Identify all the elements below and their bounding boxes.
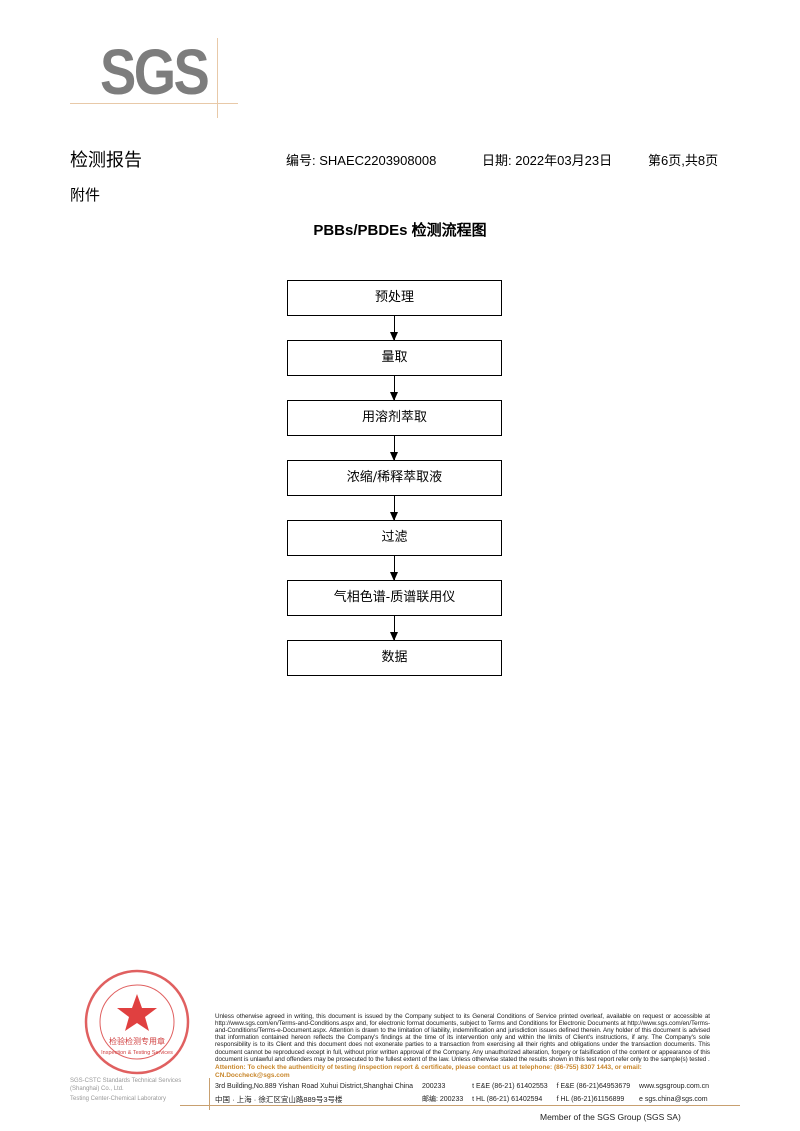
address-cn: 中国 · 上海 · 徐汇区宜山路889号3号楼: [215, 1095, 343, 1104]
company-stamp: 检验检测专用章 Inspection & Testing Services: [84, 969, 190, 1075]
flow-title: PBBs/PBDEs 检测流程图: [313, 222, 487, 239]
flow-arrow: [390, 316, 398, 341]
zip-en: 200233: [421, 1083, 446, 1090]
sgs-member-note: Member of the SGS Group (SGS SA): [540, 1112, 681, 1122]
footer-rule-vertical: [209, 1078, 210, 1110]
flow-step: 过滤: [287, 520, 502, 556]
footer-rule: [180, 1105, 740, 1106]
flow-step: 气相色谱-质谱联用仪: [287, 580, 502, 616]
flow-step: 预处理: [287, 280, 502, 316]
report-number: 编号: SHAEC2203908008: [286, 153, 437, 168]
zip-cn: 邮编: 200233: [421, 1096, 464, 1103]
address-en: 3rd Building,No.889 Yishan Road Xuhui Di…: [215, 1083, 414, 1090]
contact-grid: 3rd Building,No.889 Yishan Road Xuhui Di…: [215, 1082, 710, 1104]
company-name: SGS-CSTC Standards Technical Services (S…: [70, 1078, 182, 1092]
website-link[interactable]: www.sgsgroup.com.cn: [639, 1083, 710, 1090]
flow-step: 量取: [287, 340, 502, 376]
legal-disclaimer: Unless otherwise agreed in writing, this…: [215, 1012, 710, 1063]
stamp-cn: 检验检测专用章: [109, 1036, 165, 1046]
flow-step: 浓缩/稀释萃取液: [287, 460, 502, 496]
flow-step: 数据: [287, 640, 502, 676]
flow-step: 用溶剂萃取: [287, 400, 502, 436]
flow-arrow: [390, 496, 398, 521]
email-link[interactable]: e sgs.china@sgs.com: [639, 1096, 708, 1103]
authenticity-notice: Attention: To check the authenticity of …: [215, 1064, 642, 1079]
flow-arrow: [390, 376, 398, 401]
tel-hl: t HL (86-21) 61402594: [472, 1096, 543, 1103]
flow-arrow: [390, 556, 398, 581]
page-number: 第6页,共8页: [648, 153, 719, 168]
report-title: 检测报告: [70, 150, 142, 170]
company-dept: Testing Center-Chemical Laboratory: [70, 1096, 167, 1102]
fax-hl: f HL (86-21)61156899: [556, 1096, 625, 1103]
tel-ee: t E&E (86-21) 61402553: [472, 1083, 548, 1090]
stamp-en: Inspection & Testing Services: [101, 1050, 173, 1056]
section-label: 附件: [70, 187, 101, 204]
fax-ee: f E&E (86-21)64953679: [556, 1083, 631, 1090]
flow-arrow: [390, 616, 398, 641]
sgs-logo: SGS: [100, 36, 210, 108]
logo-rule-vertical: [217, 38, 218, 118]
footer-text: Unless otherwise agreed in writing, this…: [215, 1013, 710, 1104]
flow-arrow: [390, 436, 398, 461]
logo-rule: [70, 103, 238, 104]
report-date: 日期: 2022年03月23日: [482, 153, 613, 168]
company-info: SGS-CSTC Standards Technical Services (S…: [70, 1078, 205, 1104]
